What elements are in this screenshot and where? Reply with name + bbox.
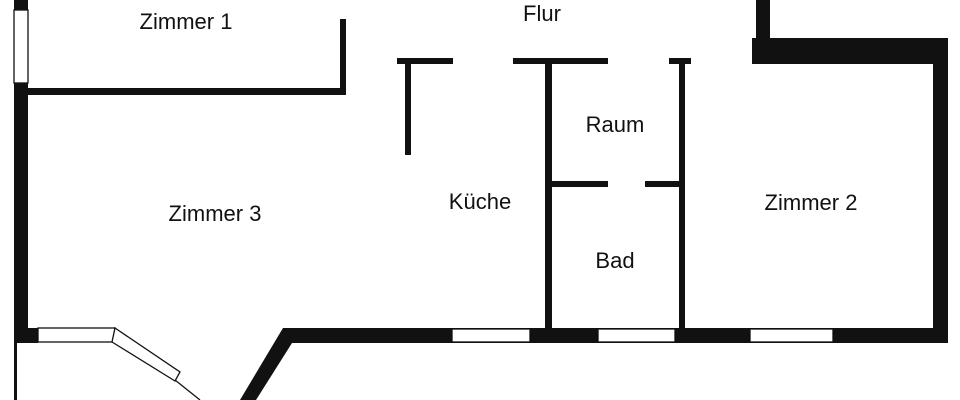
room-label-zimmer-2: Zimmer 2 bbox=[765, 190, 858, 215]
room-label-kueche: Küche bbox=[449, 189, 511, 214]
room-label-zimmer-1: Zimmer 1 bbox=[140, 9, 233, 34]
wall-diagonal bbox=[240, 328, 294, 400]
room-label-bad: Bad bbox=[595, 248, 634, 273]
window-bay-line bbox=[174, 379, 201, 400]
wall-zimmer1-bottom bbox=[28, 88, 346, 95]
wall-zimmer2-top bbox=[752, 38, 948, 64]
wall-kueche-partition bbox=[405, 60, 411, 155]
wall-kueche-top bbox=[397, 58, 453, 64]
wall-left-lower bbox=[14, 343, 17, 400]
window-left bbox=[13, 9, 29, 84]
room-label-flur: Flur bbox=[523, 1, 561, 26]
wall-zimmer1-right bbox=[340, 19, 346, 95]
window-bay bbox=[111, 326, 181, 382]
window-bottom-1 bbox=[451, 328, 531, 343]
room-labels: Zimmer 1 Flur Raum Küche Zimmer 3 Zimmer… bbox=[140, 1, 858, 273]
wall-raum-right bbox=[679, 60, 685, 330]
room-label-raum: Raum bbox=[586, 112, 645, 137]
wall-bottom-left bbox=[14, 328, 38, 343]
wall-left bbox=[14, 83, 28, 343]
wall-raum-top bbox=[513, 58, 608, 64]
window-bottom-3 bbox=[749, 328, 834, 343]
room-label-zimmer-3: Zimmer 3 bbox=[169, 201, 262, 226]
window-bottom-2 bbox=[597, 328, 676, 343]
wall-right bbox=[933, 38, 948, 343]
wall-raum-bad-left bbox=[552, 181, 608, 187]
wall-raum-bad-right bbox=[645, 181, 679, 187]
wall-left-top bbox=[14, 0, 28, 10]
walls bbox=[13, 0, 948, 400]
wall-raum-left bbox=[545, 60, 552, 330]
window-bottom-left bbox=[37, 327, 116, 343]
